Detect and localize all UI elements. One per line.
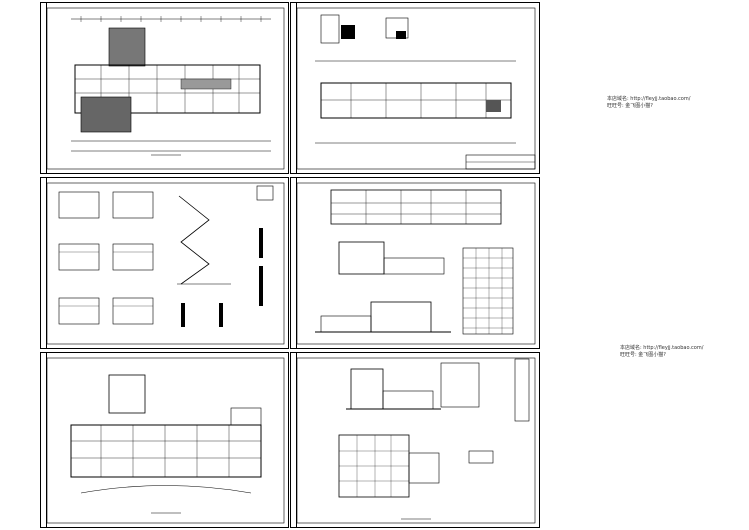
stair-details-drawing: [46, 182, 285, 345]
shop-domain-text: 本店域名: http://fleyjj.taobao.com/: [620, 345, 704, 351]
floor-plan-2-drawing: [296, 7, 536, 170]
drawing-sheet-section-roof: [290, 352, 540, 528]
drawing-sheet-floor-plan-3: [40, 352, 289, 528]
drawing-sheet-elevations: [290, 177, 540, 349]
floor-plan-3-drawing: [46, 357, 285, 524]
binding-strip: [41, 178, 47, 348]
shop-domain-text: 本店域名: http://fleyjj.taobao.com/: [607, 96, 691, 102]
shop-note-lower: 本店域名: http://fleyjj.taobao.com/ 旺旺号: 金飞图…: [620, 345, 703, 359]
binding-strip: [291, 353, 297, 527]
elevations-drawing: [296, 182, 536, 345]
shop-contact-text: 旺旺号: 金飞图小猫?: [620, 352, 666, 358]
drawing-sheet-floor-plan-2: [290, 2, 540, 174]
section-roof-drawing: [296, 357, 536, 524]
drawing-sheet-floor-plan-1: [40, 2, 289, 174]
floor-plan-1-drawing: [46, 7, 285, 170]
shop-contact-text: 旺旺号: 金飞图小猫?: [607, 103, 653, 109]
shop-note-upper: 本店域名: http://fleyjj.taobao.com/ 旺旺号: 金飞图…: [607, 96, 690, 110]
drawing-sheet-stair-details: [40, 177, 289, 349]
binding-strip: [41, 353, 47, 527]
binding-strip: [41, 3, 47, 173]
binding-strip: [291, 3, 297, 173]
binding-strip: [291, 178, 297, 348]
